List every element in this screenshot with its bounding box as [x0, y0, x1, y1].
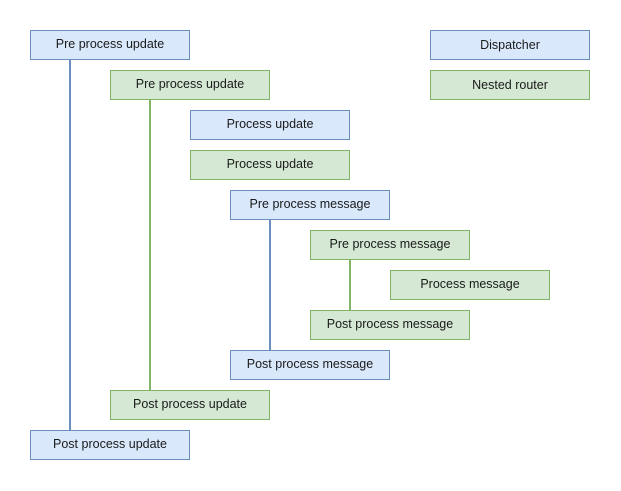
legend-item-label: Nested router: [472, 78, 548, 92]
node-n4[interactable]: Process update: [190, 150, 350, 180]
node-n11[interactable]: Post process update: [30, 430, 190, 460]
node-n8[interactable]: Post process message: [310, 310, 470, 340]
legend-item-dispatcher[interactable]: Dispatcher: [430, 30, 590, 60]
node-label: Pre process message: [329, 237, 451, 252]
connector-line-n2-to-n10: [149, 100, 151, 390]
node-label: Pre process message: [249, 197, 371, 212]
node-label: Process update: [226, 157, 314, 172]
node-label: Post process update: [53, 437, 167, 452]
connector-line-n5-to-n9: [269, 220, 271, 350]
node-label: Post process update: [133, 397, 247, 412]
node-label: Process update: [226, 117, 314, 132]
legend-item-nested-router[interactable]: Nested router: [430, 70, 590, 100]
connector-line-n6-to-n8: [349, 260, 351, 310]
node-n1[interactable]: Pre process update: [30, 30, 190, 60]
node-n5[interactable]: Pre process message: [230, 190, 390, 220]
node-label: Pre process update: [135, 77, 245, 92]
node-label: Process message: [420, 277, 520, 292]
node-label: Post process message: [326, 317, 454, 332]
node-n2[interactable]: Pre process update: [110, 70, 270, 100]
node-n7[interactable]: Process message: [390, 270, 550, 300]
node-n10[interactable]: Post process update: [110, 390, 270, 420]
node-n9[interactable]: Post process message: [230, 350, 390, 380]
node-label: Pre process update: [55, 37, 165, 52]
node-n6[interactable]: Pre process message: [310, 230, 470, 260]
node-label: Post process message: [246, 357, 374, 372]
node-n3[interactable]: Process update: [190, 110, 350, 140]
legend-item-label: Dispatcher: [480, 38, 540, 52]
connector-line-n1-to-n11: [69, 60, 71, 430]
